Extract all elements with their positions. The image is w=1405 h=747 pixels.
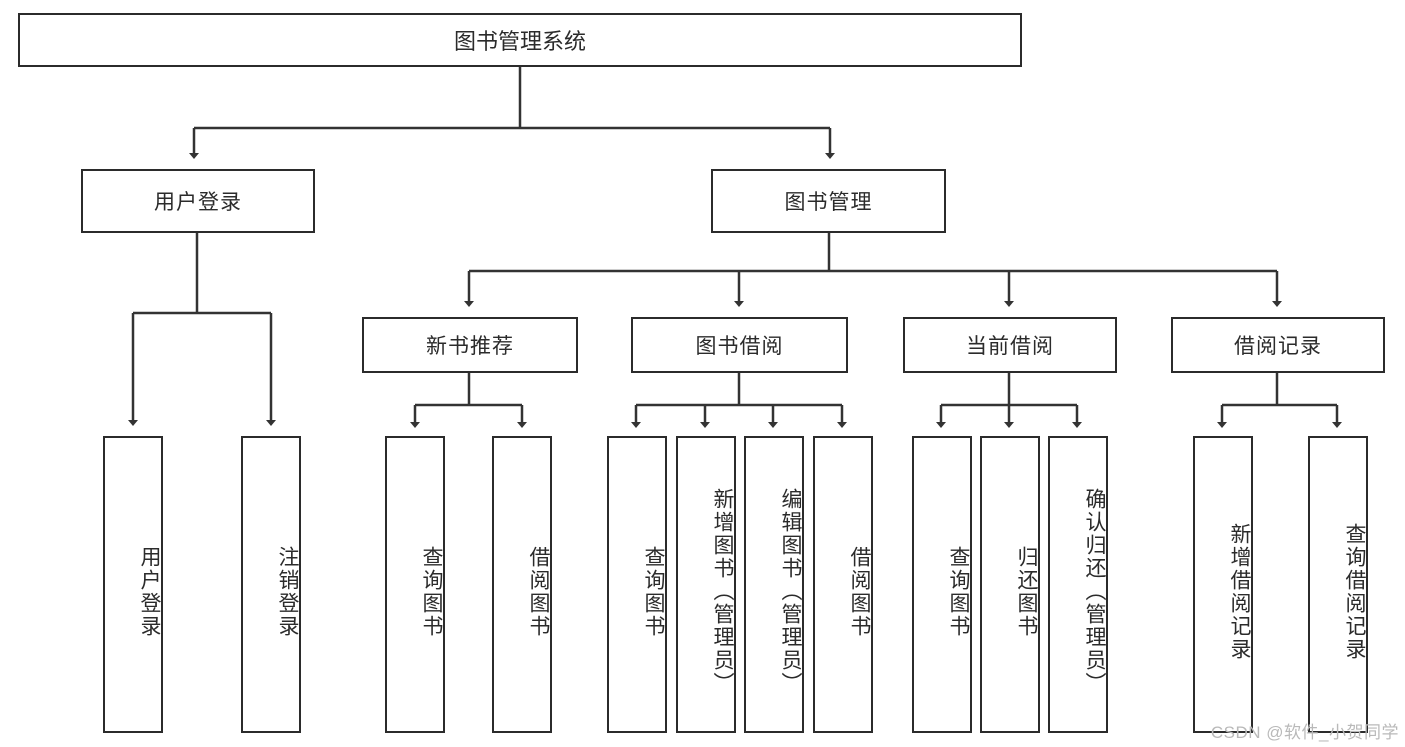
leaf-return-book[interactable]: 归还图书 [980, 436, 1040, 733]
node-label: 查询图书 [642, 545, 665, 638]
node-label: 图书借阅 [695, 335, 784, 358]
node-label: 查询图书 [947, 545, 970, 638]
leaf-edit-book-admin[interactable]: 编辑图书（管理员） [744, 436, 804, 733]
node-book-borrow[interactable]: 图书借阅 [631, 317, 848, 373]
node-current-borrow[interactable]: 当前借阅 [903, 317, 1117, 373]
leaf-query-borrow-record[interactable]: 查询借阅记录 [1308, 436, 1368, 733]
node-user-login[interactable]: 用户登录 [81, 169, 315, 233]
node-label: 用户登录 [154, 191, 242, 214]
leaf-add-book-admin[interactable]: 新增图书（管理员） [676, 436, 736, 733]
watermark: CSDN @软件_小贺同学 [1210, 723, 1399, 742]
node-label: 图书管理 [784, 191, 873, 214]
node-label: 当前借阅 [966, 335, 1054, 358]
leaf-logout[interactable]: 注销登录 [241, 436, 301, 733]
node-borrow-record[interactable]: 借阅记录 [1171, 317, 1385, 373]
node-label: 归还图书 [1015, 545, 1038, 638]
node-label: 编辑图书（管理员） [779, 488, 802, 695]
node-label: 借阅图书 [527, 545, 550, 638]
node-label: 图书管理系统 [453, 29, 586, 54]
node-label: 查询借阅记录 [1343, 522, 1366, 661]
leaf-query-book-borrow[interactable]: 查询图书 [607, 436, 667, 733]
node-label: 用户登录 [138, 545, 161, 638]
node-label: 借阅图书 [848, 545, 871, 638]
node-label: 注销登录 [276, 545, 299, 638]
leaf-user-login[interactable]: 用户登录 [103, 436, 163, 733]
leaf-query-book-recommendation[interactable]: 查询图书 [385, 436, 445, 733]
node-label: 查询图书 [420, 545, 443, 638]
leaf-query-book-current[interactable]: 查询图书 [912, 436, 972, 733]
node-label: 确认归还（管理员） [1083, 488, 1106, 695]
leaf-borrow-book[interactable]: 借阅图书 [813, 436, 873, 733]
node-root-book-management-system[interactable]: 图书管理系统 [18, 13, 1022, 67]
node-label: 借阅记录 [1234, 335, 1322, 358]
node-label: 新书推荐 [426, 335, 514, 358]
node-new-book-recommendation[interactable]: 新书推荐 [362, 317, 578, 373]
leaf-borrow-book-recommendation[interactable]: 借阅图书 [492, 436, 552, 733]
node-label: 新增借阅记录 [1228, 522, 1251, 661]
node-book-manage[interactable]: 图书管理 [711, 169, 946, 233]
node-label: 新增图书（管理员） [711, 488, 734, 695]
leaf-confirm-return-admin[interactable]: 确认归还（管理员） [1048, 436, 1108, 733]
leaf-add-borrow-record[interactable]: 新增借阅记录 [1193, 436, 1253, 733]
